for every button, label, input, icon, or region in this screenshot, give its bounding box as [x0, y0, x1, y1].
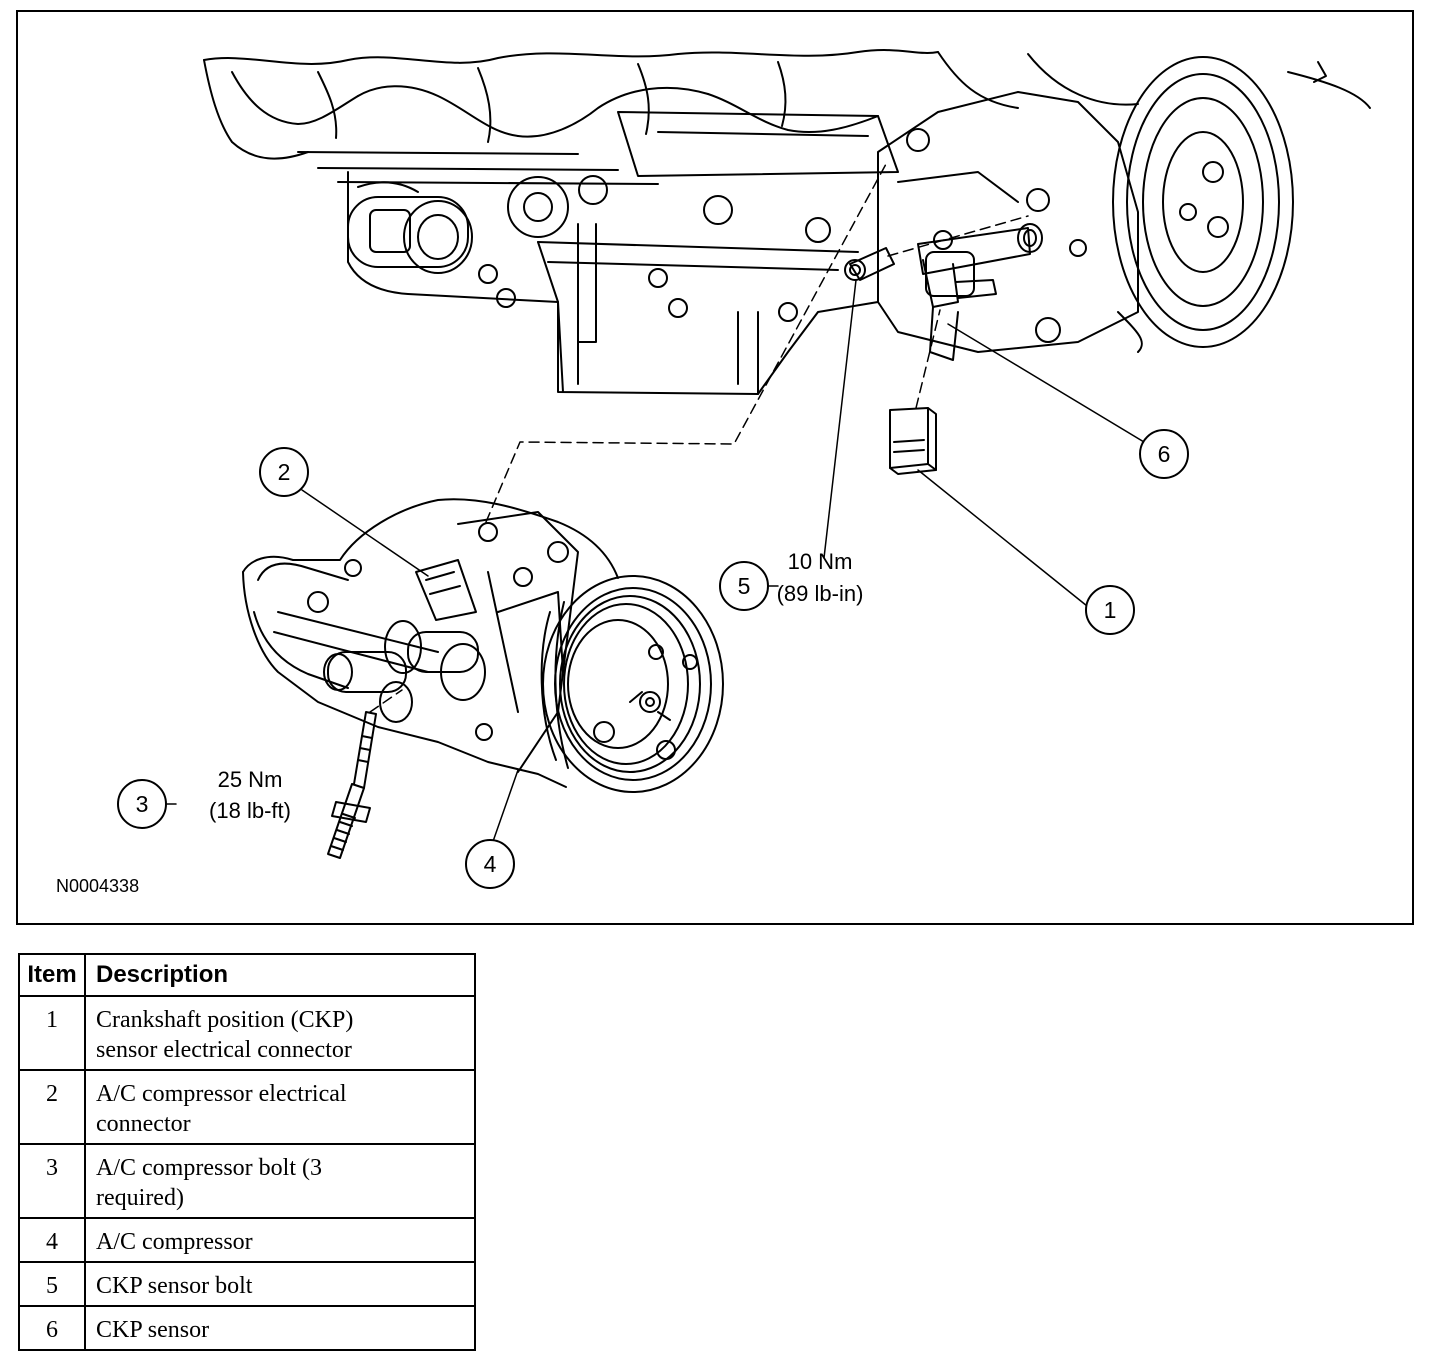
legend-item-number: 1 — [18, 995, 86, 1071]
callout-1-number: 1 — [1104, 597, 1117, 623]
legend-item-number: 3 — [18, 1143, 86, 1219]
ac-compressor-bolt-drawing — [327, 711, 377, 859]
legend-row: 6 CKP sensor — [18, 1305, 476, 1351]
callout-1: 1 — [1085, 585, 1135, 635]
legend-desc-line: Crankshaft position (CKP) — [96, 1007, 354, 1033]
callout-6-number: 6 — [1158, 441, 1171, 467]
callout-3-torque-nm: 25 Nm — [218, 767, 283, 792]
callout-3-torque-imperial: (18 lb-ft) — [209, 798, 291, 823]
legend-desc-line: required) — [96, 1185, 184, 1211]
legend-header-item: Item — [18, 953, 86, 997]
callout-5: 5 10 Nm (89 lb-in) — [719, 549, 864, 611]
legend-item-description: A/C compressor electrical connector — [84, 1069, 476, 1145]
ac-compressor-drawing — [242, 498, 724, 793]
legend-item-number: 4 — [18, 1217, 86, 1263]
legend-desc-line: connector — [96, 1111, 191, 1137]
figure-frame: 1 2 3 25 Nm (18 lb-ft) 4 5 10 Nm (89 lb-… — [16, 10, 1414, 925]
callout-2-number: 2 — [278, 459, 291, 485]
callout-4-number: 4 — [484, 851, 497, 877]
callout-5-torque-imperial: (89 lb-in) — [777, 581, 864, 606]
legend-row: 3 A/C compressor bolt (3 required) — [18, 1143, 476, 1219]
legend-row: 5 CKP sensor bolt — [18, 1261, 476, 1307]
legend-desc-line: A/C compressor electrical — [96, 1081, 347, 1107]
callout-5-number: 5 — [738, 573, 751, 599]
callout-4: 4 — [465, 839, 515, 889]
ckp-connector-drawing — [889, 407, 937, 475]
legend-item-description: A/C compressor — [84, 1217, 476, 1263]
callout-3: 3 25 Nm (18 lb-ft) — [117, 767, 291, 829]
ckp-bolt-drawing — [844, 247, 895, 281]
legend-header-description: Description — [84, 953, 476, 997]
legend-item-number: 2 — [18, 1069, 86, 1145]
legend-row: 1 Crankshaft position (CKP) sensor elect… — [18, 995, 476, 1071]
legend-item-description: CKP sensor bolt — [84, 1261, 476, 1307]
callout-6: 6 — [1139, 429, 1189, 479]
legend-header-row: Item Description — [18, 953, 476, 997]
legend-item-number: 5 — [18, 1261, 86, 1307]
callout-5-torque-nm: 10 Nm — [788, 549, 853, 574]
legend-item-description: A/C compressor bolt (3 required) — [84, 1143, 476, 1219]
callout-3-number: 3 — [136, 791, 149, 817]
legend-row: 2 A/C compressor electrical connector — [18, 1069, 476, 1145]
figure-id: N0004338 — [56, 876, 139, 896]
diagram-illustration: 1 2 3 25 Nm (18 lb-ft) 4 5 10 Nm (89 lb-… — [56, 49, 1371, 896]
leader-lines — [161, 279, 1165, 851]
callout-2: 2 — [259, 447, 309, 497]
legend-row: 4 A/C compressor — [18, 1217, 476, 1263]
alignment-lines — [369, 163, 1029, 713]
engine-block-drawing — [203, 49, 1371, 395]
ckp-sensor-drawing — [917, 223, 1043, 361]
legend-desc-line: sensor electrical connector — [96, 1037, 352, 1063]
legend-item-description: CKP sensor — [84, 1305, 476, 1351]
legend-desc-line: A/C compressor bolt (3 — [96, 1155, 322, 1181]
legend-item-number: 6 — [18, 1305, 86, 1351]
legend-table: Item Description 1 Crankshaft position (… — [18, 953, 476, 1351]
legend-item-description: Crankshaft position (CKP) sensor electri… — [84, 995, 476, 1071]
